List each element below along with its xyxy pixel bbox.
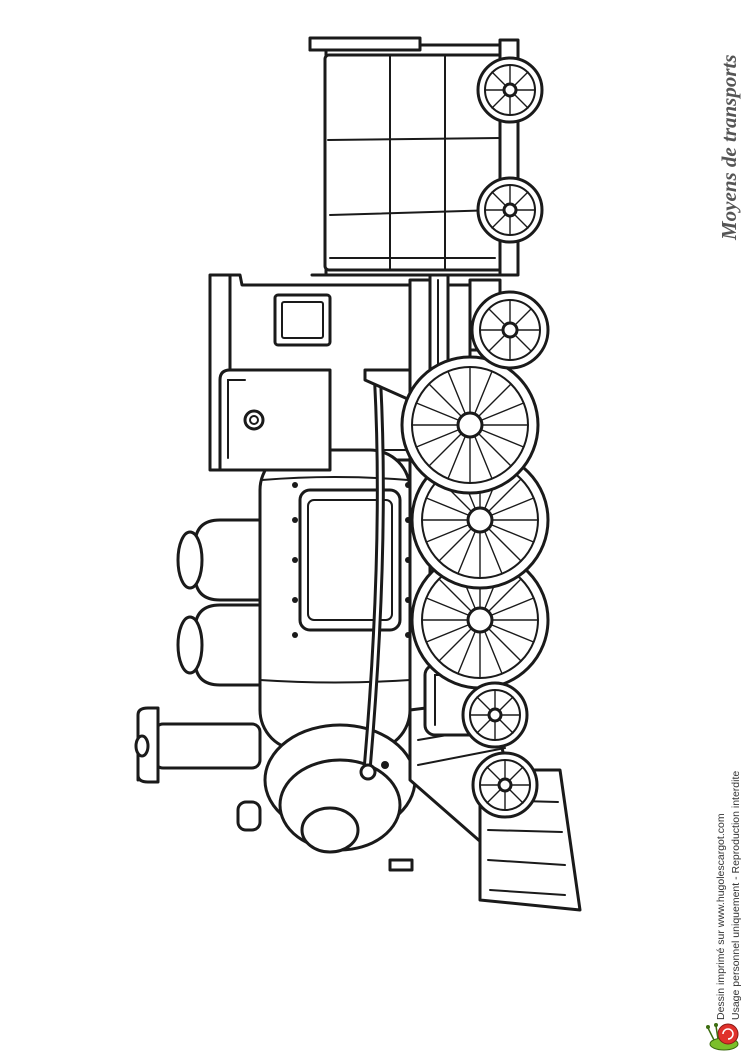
snail-mascot-icon <box>706 1023 739 1051</box>
tender-wheel <box>476 56 544 124</box>
tender <box>308 36 520 277</box>
steam-dome <box>176 603 262 687</box>
steam-locomotive-icon <box>134 36 582 912</box>
pilot-wheel <box>471 751 539 819</box>
driving-wheel <box>410 550 550 690</box>
tender-wheel <box>476 176 544 244</box>
category-title: Moyens de transports <box>717 54 741 241</box>
pilot-wheel <box>461 681 529 749</box>
smokestack <box>134 706 262 832</box>
footer-credit-line: Dessin imprimé sur www.hugolescargot.com <box>715 813 727 1020</box>
sand-dome <box>176 518 262 602</box>
driving-wheel <box>400 355 540 495</box>
smokebox <box>263 723 417 872</box>
footer-usage-line: Usage personnel uniquement - Reproductio… <box>730 771 742 1020</box>
wheels <box>400 56 550 819</box>
tender-wheel <box>470 290 550 370</box>
